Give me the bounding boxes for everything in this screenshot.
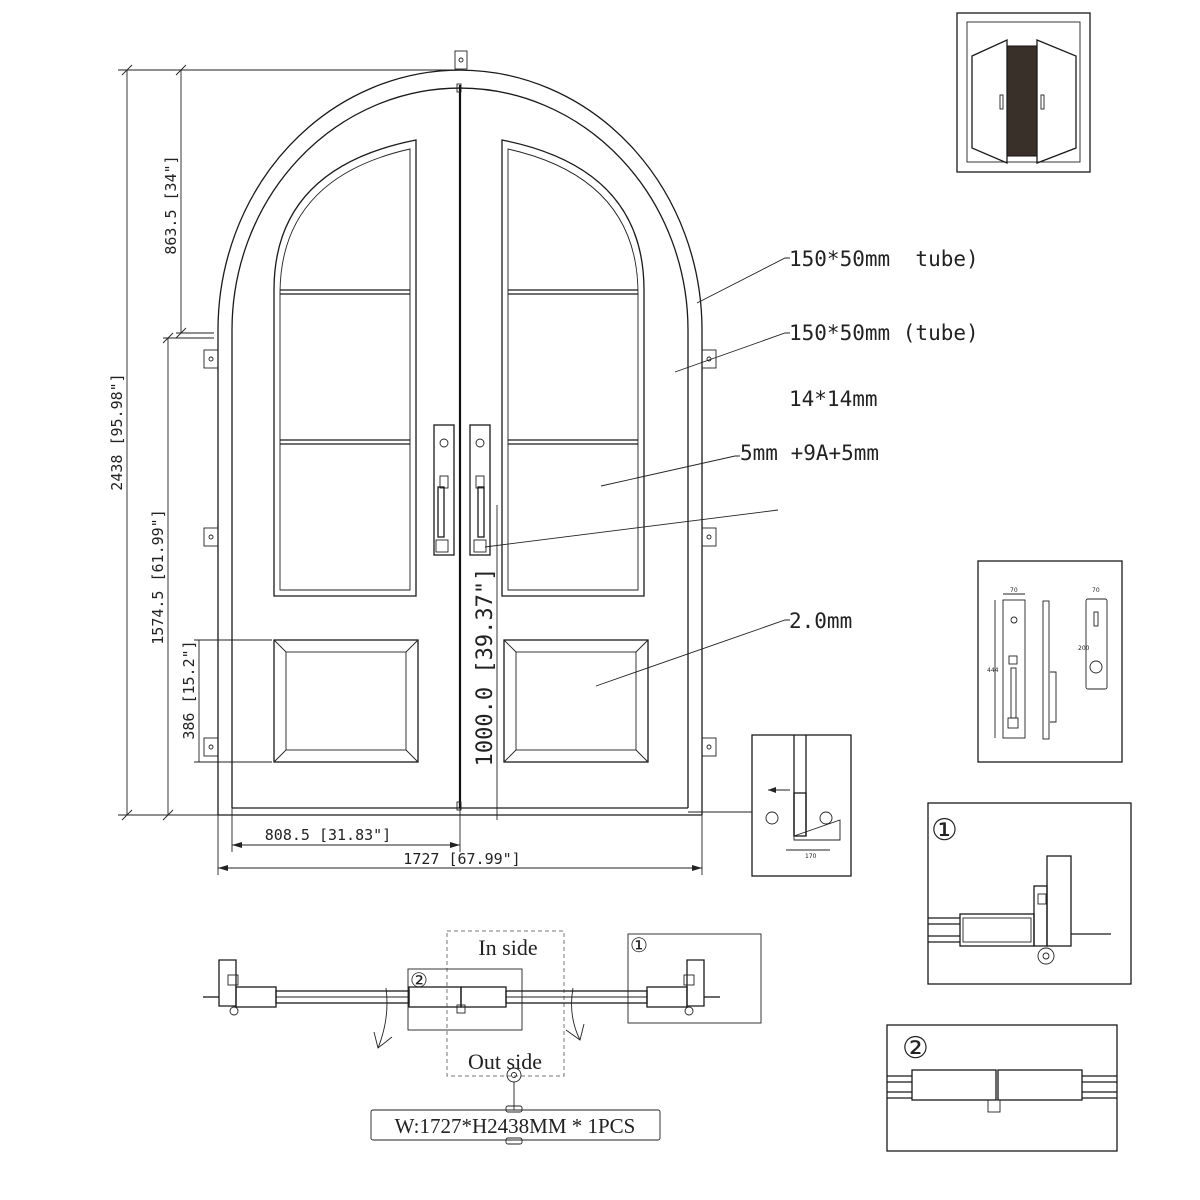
left-leaf-panel bbox=[273, 639, 419, 763]
top-hinge-tab bbox=[454, 50, 468, 70]
outside-label: Out side bbox=[468, 1049, 542, 1074]
glass-spec-callout: 5mm +9A+5mm bbox=[740, 441, 879, 465]
inside-label: In side bbox=[478, 935, 537, 960]
overall-height-label: 2438 [95.98"] bbox=[108, 373, 126, 490]
left-leaf-glass bbox=[273, 139, 417, 597]
jamb-height-label: 1574.5 [61.99"] bbox=[149, 509, 167, 644]
plate-thickness-callout: 2.0mm bbox=[789, 609, 852, 633]
svg-text:70: 70 bbox=[1010, 587, 1018, 594]
arch-height-label: 863.5 [34"] bbox=[162, 155, 180, 254]
spec-label-box bbox=[370, 1109, 661, 1141]
right-handle-icon bbox=[469, 424, 491, 556]
svg-text:200: 200 bbox=[1078, 645, 1090, 652]
svg-text:170: 170 bbox=[805, 853, 817, 860]
callout-leaders bbox=[484, 257, 790, 687]
double-door-open-icon bbox=[956, 12, 1091, 173]
detail-1-marker: ① bbox=[931, 813, 958, 848]
sill-detail: 170 bbox=[688, 734, 852, 877]
plan-detail-1-marker: ① bbox=[630, 933, 648, 957]
anchor-tabs bbox=[203, 349, 717, 757]
bar-size-callout: 14*14mm bbox=[789, 387, 878, 411]
leaf-width-label: 808.5 [31.83"] bbox=[265, 826, 391, 844]
svg-text:444: 444 bbox=[987, 667, 999, 674]
spec-label: W:1727*H2438MM * 1PCS bbox=[395, 1114, 636, 1138]
plan-view bbox=[203, 930, 762, 1110]
plan-detail-2-marker: ② bbox=[410, 968, 428, 992]
frame-tube-callout: 150*50mm tube) bbox=[789, 247, 979, 271]
lock-hardware-detail: 70 444 70 200 bbox=[977, 560, 1123, 763]
panel-height-label: 386 [15.2"] bbox=[180, 640, 198, 739]
right-leaf-panel bbox=[503, 639, 649, 763]
left-handle-icon bbox=[433, 424, 455, 556]
horizontal-dimensions bbox=[217, 808, 703, 875]
leaf-tube-callout: 150*50mm (tube) bbox=[789, 321, 979, 345]
detail-2 bbox=[886, 1024, 1118, 1152]
detail-2-marker: ② bbox=[902, 1031, 929, 1066]
detail-1 bbox=[927, 802, 1132, 985]
overall-width-label: 1727 [67.99"] bbox=[403, 850, 520, 868]
vertical-dimensions bbox=[118, 64, 498, 821]
handle-height-label: 1000.0 [39.37"] bbox=[473, 568, 498, 767]
door-frame bbox=[217, 50, 703, 816]
right-leaf-glass bbox=[501, 139, 645, 597]
svg-text:70: 70 bbox=[1092, 587, 1100, 594]
